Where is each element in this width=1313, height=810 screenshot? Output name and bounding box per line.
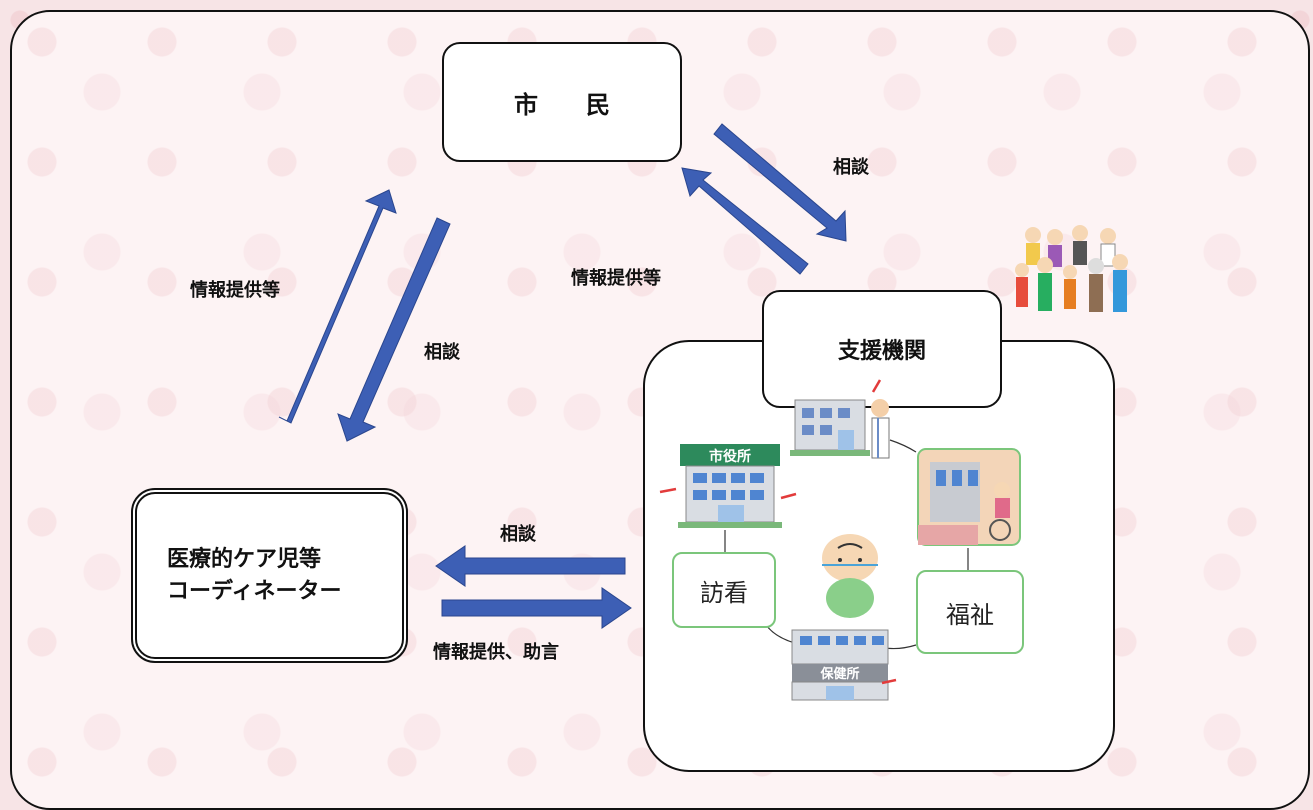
support-agency-label: 支援機関 xyxy=(837,339,926,364)
arrow-citizen-to-support xyxy=(713,123,847,242)
label-coord-to-support: 情報提供、助言 xyxy=(433,642,559,663)
citizen-label: 市 民 xyxy=(514,90,610,119)
visiting-nurse-box: 訪看 xyxy=(672,552,776,628)
welfare-facility-icon xyxy=(917,448,1021,546)
arrow-support-to-coord xyxy=(435,545,626,587)
coordinator-label-line1: 医療的ケア児等 xyxy=(167,546,322,572)
city-hall-sign: 市役所 xyxy=(709,448,751,465)
label-support-to-citizen: 情報提供等 xyxy=(571,268,661,289)
people-group-icon xyxy=(1015,225,1128,312)
label-citizen-to-coord: 情報提供等 xyxy=(190,280,280,301)
accent-marks xyxy=(659,379,897,685)
citizen-box: 市 民 xyxy=(442,42,682,162)
coordinator-label-line2: コーディネーター xyxy=(167,578,342,604)
welfare-label: 福祉 xyxy=(946,600,994,629)
arrow-support-to-citizen xyxy=(681,167,809,275)
label-support-to-coord: 相談 xyxy=(500,524,536,545)
arrow-coord-to-support xyxy=(441,587,632,629)
label-coord-to-citizen: 相談 xyxy=(424,342,460,363)
health-center-icon: 保健所 xyxy=(791,629,889,701)
arrow-coord-to-citizen xyxy=(278,189,397,424)
health-center-sign: 保健所 xyxy=(819,666,859,682)
visiting-nurse-label: 訪看 xyxy=(700,578,748,607)
arrow-citizen-to-coord xyxy=(337,217,451,442)
label-citizen-to-support: 相談 xyxy=(833,157,869,178)
coordinator-box: 医療的ケア児等 コーディネーター xyxy=(131,488,408,663)
support-agency-box: 支援機関 xyxy=(762,290,1002,408)
baby-icon xyxy=(822,534,878,618)
welfare-box: 福祉 xyxy=(916,570,1024,654)
city-hall-icon: 市役所 xyxy=(678,444,782,528)
hospital-icon xyxy=(790,399,890,459)
